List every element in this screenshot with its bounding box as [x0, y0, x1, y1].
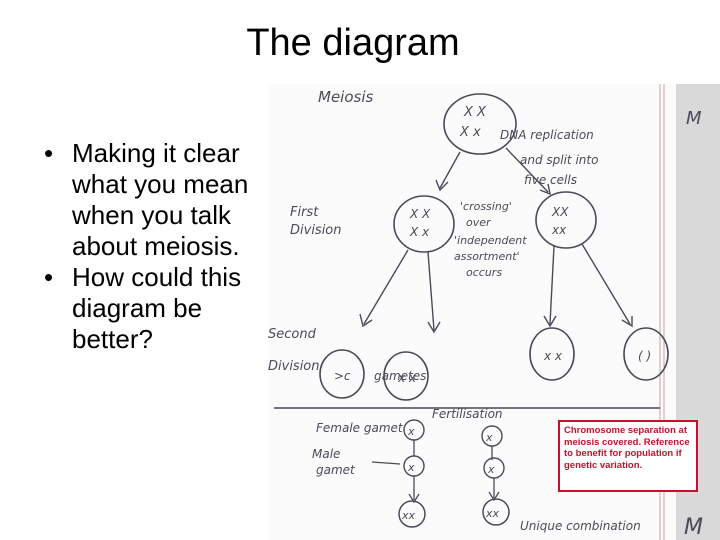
arrow-head [543, 315, 557, 328]
arrow [427, 251, 435, 331]
chromosome-mark: x [485, 431, 493, 444]
chromosome-mark: X x [409, 225, 430, 239]
gamete-cell [529, 327, 575, 381]
dna-note: DNA replication and split into five cell… [500, 128, 602, 187]
first-division-cell [535, 191, 597, 249]
bullet-item: • Making it clear what you mean when you… [38, 138, 270, 262]
arrow-head [408, 493, 420, 504]
chromosome-mark: X X [463, 105, 487, 120]
zygote-cell [398, 500, 426, 528]
diagram-heading: Meiosis [318, 88, 373, 106]
zygote-cell [482, 498, 510, 526]
arrow [439, 151, 461, 189]
bullet-dot-icon: • [44, 138, 54, 168]
arrow-head [427, 321, 441, 334]
chromosome-mark: x [407, 425, 415, 438]
fertilisation-label: Fertilisation [432, 407, 503, 421]
female-gamet-label: Female gamet [316, 421, 404, 435]
handdrawn-meiosis-diagram: M M Meiosis X X X x DNA replication and … [268, 84, 720, 540]
chromosome-mark: X x [459, 125, 481, 140]
chromosome-mark: x [487, 463, 495, 476]
chromosome-mark: xx [551, 223, 567, 237]
bullet-list: • Making it clear what you mean when you… [38, 138, 270, 355]
arrow-head [621, 316, 633, 328]
arrow [581, 243, 631, 325]
chromosome-mark: ( ) [638, 349, 651, 363]
gamete-cell [319, 349, 365, 399]
crossing-note: 'crossing' over 'independent assortment'… [454, 200, 530, 279]
arrow-head [488, 491, 500, 502]
margin-mark-bottom: M [684, 515, 703, 540]
chromosome-mark: X X [409, 207, 431, 221]
bullet-dot-icon: • [44, 262, 54, 292]
arrow [505, 147, 549, 193]
chromosome-mark: >c [334, 369, 351, 383]
gamete-cell [383, 351, 429, 401]
bullet-text: Making it clear what you mean when you t… [72, 138, 249, 261]
male-gamet-label: Male gamet [312, 447, 356, 477]
chromosome-mark: XX [551, 205, 569, 219]
bullet-text: How could this diagram be better? [72, 262, 242, 354]
arrow [363, 249, 409, 325]
chromosome-mark: x x [543, 349, 563, 363]
gametes-label: gametes [374, 369, 426, 383]
arrow-head [539, 183, 551, 196]
first-division-label: First Division [290, 205, 342, 238]
arrow-head [435, 179, 449, 192]
unique-combination-label: Unique combination [520, 519, 641, 533]
parent-cell [443, 93, 517, 155]
teacher-annotation-box: Chromosome separation at meiosis covered… [558, 420, 698, 492]
chromosome-mark: xx [401, 509, 416, 522]
diagram-canvas: M M Meiosis X X X x DNA replication and … [268, 84, 720, 540]
chromosome-mark: xx [485, 507, 500, 520]
gamete-cell [623, 327, 669, 381]
chromosome-mark: x x [397, 371, 417, 385]
chromosome-mark: x [407, 461, 415, 474]
margin-mark-top: M [686, 108, 702, 129]
arrow-head [359, 313, 373, 328]
arrow [549, 245, 555, 325]
arrow [371, 461, 401, 465]
second-division-label: Second Division [268, 327, 320, 374]
first-division-cell [393, 195, 455, 253]
slide-title: The diagram [246, 22, 460, 64]
bullet-item: • How could this diagram be better? [38, 262, 270, 355]
